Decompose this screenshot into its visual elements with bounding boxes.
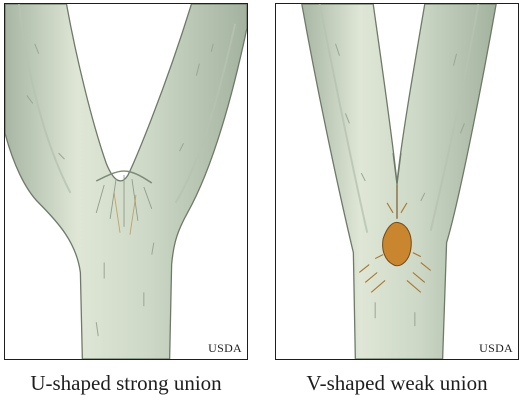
u-union-illustration: [5, 4, 247, 359]
v-union-illustration: [276, 4, 518, 359]
u-union-credit: USDA: [208, 341, 242, 356]
u-union-panel: USDA: [4, 3, 248, 360]
v-union-panel: USDA: [275, 3, 519, 360]
v-union-credit: USDA: [479, 341, 513, 356]
u-union-branch-wood: [5, 4, 247, 359]
u-union-caption: U-shaped strong union: [4, 371, 248, 396]
v-union-caption: V-shaped weak union: [275, 371, 519, 396]
